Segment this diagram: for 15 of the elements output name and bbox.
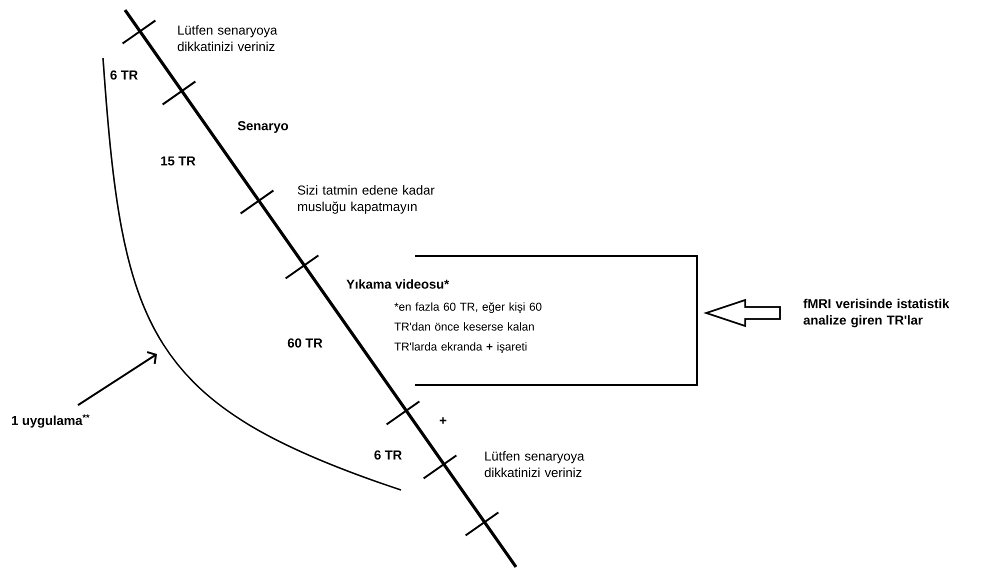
phase-label: Senaryo bbox=[238, 121, 288, 133]
block-arrow bbox=[703, 298, 781, 328]
arrow bbox=[77, 351, 158, 406]
duration-label: 6 TR bbox=[110, 70, 138, 80]
analysis-note: fMRI verisinde istatistik analize giren TR'lar bbox=[803, 298, 950, 328]
step-label: Lütfen senaryoya dikkatinizi veriniz bbox=[178, 25, 278, 52]
step-label: Lütfen senaryoya dikkatinizi veriniz bbox=[484, 451, 584, 478]
footnote-text: *en fazla 60 TR, eğer kişi 60 TR'dan önce keserse kalan TR'larda ekranda + işareti bbox=[394, 302, 542, 353]
duration-label: 6 TR bbox=[374, 450, 402, 460]
step-label: Sizi tatmin edene kadar musluğu kapatmayın bbox=[298, 185, 434, 214]
repetition-label: 1 uygulama$^{**}$ bbox=[12, 414, 90, 428]
duration-label: 15 TR bbox=[161, 156, 196, 166]
plus-sign: + bbox=[440, 417, 446, 424]
video-heading: Yıkama videosu* bbox=[346, 279, 450, 289]
duration-label: 60 TR bbox=[288, 338, 322, 348]
